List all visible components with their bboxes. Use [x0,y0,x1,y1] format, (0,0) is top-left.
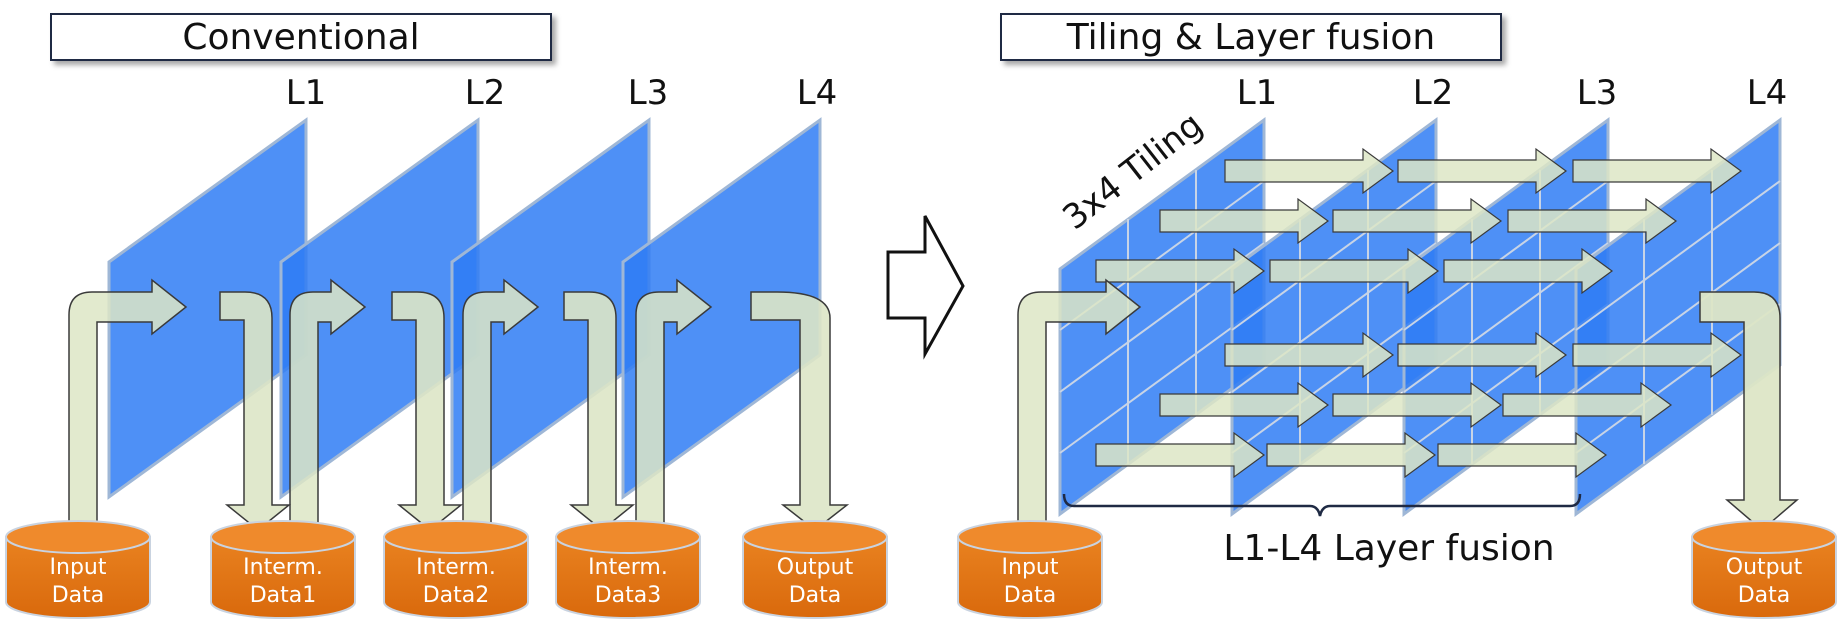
tile-arrow [1572,147,1743,195]
storage-interm-data1 [210,520,356,619]
storage-label-line1: Interm. [588,555,668,580]
storage-label-line1: Interm. [243,555,323,580]
tile-arrow [1502,381,1673,429]
fusion-title: Tiling & Layer fusion [1000,13,1502,61]
tile-arrow [1224,147,1395,195]
arrow-into-l3 [462,278,540,536]
arrow-out-of-fusion [1699,291,1800,531]
tile-arrow [1397,331,1568,379]
storage-label-line2: Data [1003,583,1057,608]
tile-arrow [1269,247,1440,295]
storage-label-line2: Data1 [249,583,317,608]
layer-label-right-l4: L4 [1746,73,1788,113]
fusion-panel [957,117,1837,619]
layer-planes-left [107,117,822,500]
storages-left [5,520,888,619]
output-arrows-left [219,291,850,531]
tile-arrows [1095,147,1743,479]
hollow-right-arrow-icon [886,215,965,360]
layer-label-left-l2: L2 [464,73,506,113]
input-arrows-left [68,278,713,536]
storage-label-line2: Data2 [422,583,490,608]
storage-label-line1: Output [1725,555,1803,580]
storage-label-interm3: Interm. Data3 [558,554,698,610]
layer-label-right-l1: L1 [1236,73,1278,113]
layer-fusion-label: L1-L4 Layer fusion [1223,528,1555,569]
tile-arrow [1159,381,1330,429]
storage-label-line1: Output [776,555,854,580]
tile-arrow [1572,331,1743,379]
tile-arrow [1095,247,1266,295]
arrow-out-l1 [219,291,292,531]
layer-label-left-l3: L3 [627,73,669,113]
tile-arrow [1507,197,1678,245]
storage-label-line2: Data [51,583,105,608]
arrow-into-fusion [1017,278,1142,536]
conventional-title: Conventional [50,13,552,61]
storage-label-fusion-output: Output Data [1694,554,1834,610]
tile-arrow [1332,197,1503,245]
storage-label-line2: Data [1737,583,1791,608]
arrow-out-l2 [391,291,464,531]
storage-label-line2: Data3 [594,583,662,608]
tile-arrow [1159,197,1330,245]
storage-label-line2: Data [788,583,842,608]
storage-label-line1: Input [49,555,107,580]
storage-interm-data3 [555,520,701,619]
layer-label-right-l3: L3 [1576,73,1618,113]
tile-arrow [1397,147,1568,195]
storage-fusion-output [1691,520,1837,619]
storage-label-input: Input Data [8,554,148,610]
storage-input-data [5,520,151,619]
layer-label-right-l2: L2 [1412,73,1454,113]
storage-label-output: Output Data [745,554,885,610]
storage-output-data [742,520,888,619]
arrow-out-l4 [750,291,850,531]
storage-label-interm1: Interm. Data1 [213,554,353,610]
tile-arrow [1443,247,1614,295]
fusion-brace [1062,493,1582,517]
arrow-into-l2 [289,278,367,536]
tile-arrow [1266,431,1437,479]
storage-label-line1: Interm. [416,555,496,580]
storage-fusion-input [957,520,1103,619]
storage-label-interm2: Interm. Data2 [386,554,526,610]
conventional-panel [5,117,888,619]
layer-label-left-l1: L1 [285,73,327,113]
storage-label-fusion-input: Input Data [960,554,1100,610]
tile-arrow [1437,431,1608,479]
arrow-into-l1 [68,278,188,536]
tile-arrow [1224,331,1395,379]
arrow-out-l3 [563,291,636,531]
tile-arrow [1095,431,1266,479]
layer-label-left-l4: L4 [796,73,838,113]
storage-label-line1: Input [1001,555,1059,580]
tile-arrow [1332,381,1503,429]
storage-interm-data2 [383,520,529,619]
arrow-into-l4 [635,278,713,536]
